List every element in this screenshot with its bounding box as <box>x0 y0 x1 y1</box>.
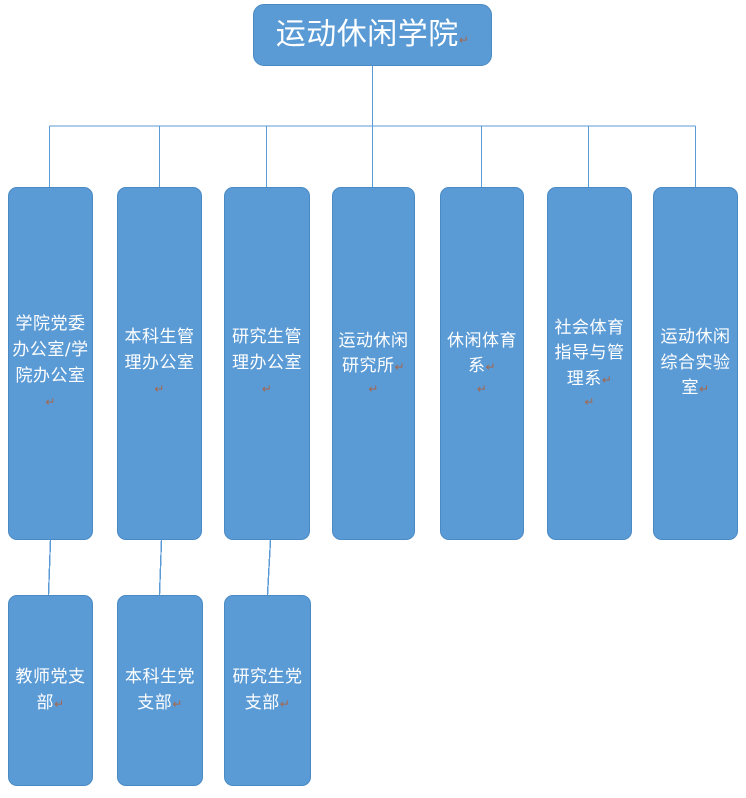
node-unit-3[interactable]: 研究生管理办公室↵ <box>224 187 310 540</box>
node-unit-7-label: 运动休闲综合实验室↵ <box>660 326 731 399</box>
node-branch-2-label: 本科生党支部↵ <box>125 666 195 713</box>
node-root[interactable]: 运动休闲学院↵ <box>253 4 492 66</box>
paragraph-mark: ↵ <box>261 382 273 397</box>
node-unit-6[interactable]: 社会体育指导与管理系↵↵ <box>547 187 632 540</box>
node-branch-3-label: 研究生党支部↵ <box>232 666 303 713</box>
node-branch-2[interactable]: 本科生党支部↵ <box>117 595 203 786</box>
paragraph-mark: ↵ <box>485 360 497 375</box>
node-unit-4-label: 运动休闲研究所↵↵ <box>333 329 414 399</box>
node-unit-5-label: 休闲体育系↵↵ <box>441 329 523 399</box>
paragraph-mark: ↵ <box>601 373 613 388</box>
paragraph-mark: ↵ <box>394 360 406 375</box>
node-unit-1[interactable]: 学院党委办公室/学院办公室↵ <box>8 187 93 540</box>
node-branch-3[interactable]: 研究生党支部↵ <box>224 595 311 786</box>
node-branch-1[interactable]: 教师党支部↵ <box>8 595 93 786</box>
paragraph-mark: ↵ <box>279 696 291 711</box>
paragraph-mark: ↵ <box>53 696 65 711</box>
node-unit-2[interactable]: 本科生管理办公室↵ <box>117 187 202 540</box>
connector-drop-b1 <box>47 539 52 596</box>
node-branch-1-label: 教师党支部↵ <box>15 666 86 713</box>
node-unit-1-label: 学院党委办公室/学院办公室↵ <box>12 313 89 410</box>
connector-drop-b3 <box>266 539 272 596</box>
paragraph-mark: ↵ <box>698 382 710 397</box>
paragraph-mark: ↵ <box>45 395 56 410</box>
paragraph-mark: ↵ <box>368 382 379 397</box>
node-unit-4[interactable]: 运动休闲研究所↵↵ <box>332 187 415 540</box>
paragraph-mark: ↵ <box>458 33 470 48</box>
node-unit-3-label: 研究生管理办公室↵ <box>232 326 302 397</box>
connector-drop-b2 <box>158 539 163 596</box>
node-unit-2-label: 本科生管理办公室↵ <box>124 326 195 397</box>
paragraph-mark: ↵ <box>154 382 165 397</box>
node-unit-7[interactable]: 运动休闲综合实验室↵ <box>653 187 738 540</box>
paragraph-mark: ↵ <box>476 382 488 397</box>
node-unit-6-label: 社会体育指导与管理系↵↵ <box>548 316 631 412</box>
paragraph-mark: ↵ <box>172 696 183 711</box>
node-unit-5[interactable]: 休闲体育系↵↵ <box>440 187 524 540</box>
paragraph-mark: ↵ <box>584 395 595 410</box>
node-root-label: 运动休闲学院↵ <box>275 17 470 53</box>
